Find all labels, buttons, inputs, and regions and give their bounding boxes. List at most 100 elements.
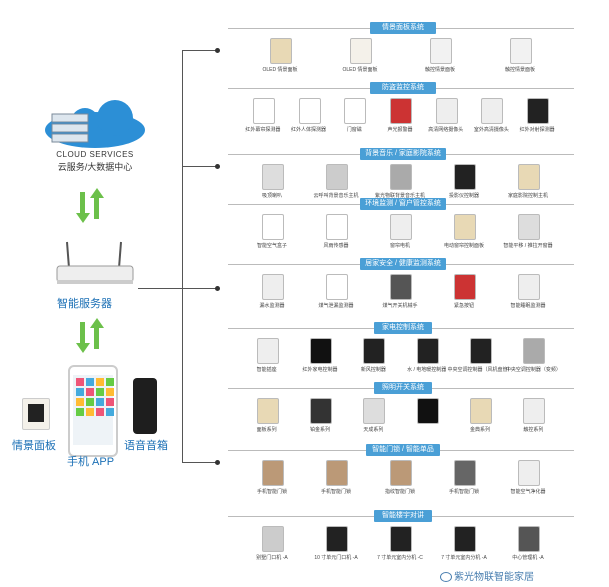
- device-item: 高清网络摄像头: [428, 98, 463, 136]
- device-icon: [262, 460, 284, 486]
- device-item: 红外对射探测器: [520, 98, 555, 136]
- device-icon: [510, 38, 532, 64]
- device-icon: [454, 214, 476, 240]
- device-icon: [262, 214, 284, 240]
- device-icon: [518, 274, 540, 300]
- device-label: 手机智能门锁: [448, 489, 480, 495]
- device-icon: [390, 214, 412, 240]
- device-icon: [523, 398, 546, 424]
- device-icon: [430, 38, 452, 64]
- device-item: 铂金系列: [306, 398, 334, 436]
- device-icon: [454, 164, 476, 190]
- device-label: 铂金系列: [309, 427, 331, 433]
- device-icon: [390, 274, 412, 300]
- device-item: OLED 情景面板: [342, 38, 378, 76]
- device-item: 室外高清摄像头: [474, 98, 509, 136]
- device-item: 指纹智能门锁: [385, 460, 415, 498]
- device-icon: [256, 338, 279, 364]
- device-item: 手机智能门锁: [320, 460, 352, 498]
- device-label: 声光报警器: [387, 127, 413, 133]
- device-item: 中央空调控制器（变频）: [506, 338, 561, 376]
- device-item: 天成系列: [359, 398, 387, 436]
- device-icon: [262, 526, 284, 552]
- device-item: OLED 情景面板: [262, 38, 298, 76]
- device-item: 吸顶喇叭: [258, 164, 286, 202]
- section: 环境监测 / 窗户管控系统智能空气盒子风雨传感器窗帘电机电动窗帘控制面板智能平移…: [228, 198, 604, 254]
- device-icon: [310, 398, 332, 424]
- device-label: 窗帘电机: [389, 243, 411, 249]
- device-label: 智能插座: [256, 367, 277, 373]
- device-icon: [518, 526, 540, 552]
- section: 防盗监控系统红外幕帘探测器红外人体探测器门窗磁声光报警器高清网络摄像头室外高清摄…: [228, 82, 604, 138]
- cloud-icon: [45, 100, 145, 148]
- device-item: 智能睡眠监测器: [510, 274, 546, 312]
- device-item: 红外家电控制器: [302, 338, 338, 376]
- device-label: 智能平移 / 推拉开窗器: [503, 243, 553, 249]
- device-icon: [326, 164, 348, 190]
- device-item: 中心管理机 -A: [512, 526, 544, 564]
- device-icon: [270, 38, 292, 64]
- device-icon: [416, 398, 439, 424]
- device-label: 中心管理机 -A: [512, 555, 544, 561]
- phone-app-label: 手机 APP: [67, 456, 115, 468]
- section: 背景音乐 / 家庭影院系统吸顶喇叭云呼叫背景音乐主机紫光物联背景音乐主机投影仪控…: [228, 148, 604, 204]
- device-icon: [527, 98, 550, 124]
- device-icon: [470, 338, 492, 364]
- device-label: 中央空调控制器（变频）: [505, 367, 561, 373]
- device-icon: [518, 214, 540, 240]
- device-item: 手机智能门锁: [257, 460, 287, 498]
- device-label: 风雨传感器: [323, 243, 349, 249]
- device-item: 触控系列: [519, 398, 547, 436]
- device-label: 智能空气净化器: [510, 489, 546, 495]
- connector-dot: [215, 286, 220, 291]
- device-icon: [470, 398, 492, 424]
- section-title: 居家安全 / 健康监测系统: [360, 258, 446, 270]
- device-label: 门窗磁: [346, 127, 362, 133]
- section-title: 家电控制系统: [374, 322, 432, 334]
- device-icon: [416, 338, 439, 364]
- device-label: 电动窗帘控制面板: [443, 243, 485, 249]
- device-label: 水 / 电地暖控制器: [407, 367, 447, 373]
- device-item: 7 寸单元室内分机 -A: [441, 526, 487, 564]
- device-label: 手机智能门锁: [320, 489, 352, 495]
- device-item: 水 / 电地暖控制器: [407, 338, 446, 376]
- router-label: 智能服务器: [57, 298, 112, 310]
- section-title: 智能门锁 / 智能单品: [366, 444, 440, 456]
- scene-panel-device: [22, 398, 50, 430]
- device-icon: [435, 98, 458, 124]
- device-icon: [518, 164, 540, 190]
- device-icon: [326, 526, 348, 552]
- section-title: 情景面板系统: [370, 22, 436, 34]
- device-icon: [390, 526, 412, 552]
- router-connector: [138, 288, 182, 289]
- device-label: 触控系列: [523, 427, 544, 433]
- section: 家电控制系统智能插座红外家电控制器新风控制器水 / 电地暖控制器中央空调控制器（…: [228, 322, 604, 378]
- device-label: 家庭影院控制主机: [507, 193, 549, 199]
- device-item: 电动窗帘控制面板: [444, 214, 484, 252]
- device-label: 红外家电控制器: [302, 367, 338, 373]
- device-icon: [363, 338, 386, 364]
- voice-speaker-label: 语音音箱: [124, 440, 168, 452]
- device-item: 云呼叫背景音乐主机: [313, 164, 359, 202]
- device-icon: [481, 98, 504, 124]
- device-item: 煤气泄漏监测器: [318, 274, 354, 312]
- bracket-vertical: [182, 50, 183, 462]
- scene-panel-label: 情景面板: [12, 440, 56, 452]
- wechat-icon: [440, 572, 452, 583]
- device-label: 紫光物联背景音乐主机: [374, 193, 426, 199]
- section: 照明开关系统面板系列铂金系列天成系列金典系列触控系列: [228, 382, 604, 438]
- section-title: 环境监测 / 窗户管控系统: [360, 198, 446, 210]
- device-item: 7 寸单元室内分机 -C: [377, 526, 423, 564]
- device-label: 红外对射探测器: [519, 127, 555, 133]
- connector-dot: [215, 460, 220, 465]
- device-item: 中央空调控制器（风机盘管）: [447, 338, 513, 376]
- device-label: 紧急按钮: [453, 303, 475, 309]
- device-label: 10 寸单元门口机 -A: [314, 555, 358, 561]
- device-label: 智能睡眠监测器: [510, 303, 546, 309]
- device-label: 吸顶喇叭: [261, 193, 283, 199]
- device-label: 中央空调控制器（风机盘管）: [447, 367, 513, 373]
- device-item: 声光报警器: [386, 98, 414, 136]
- watermark-text: 紫光物联智能家居: [454, 572, 534, 583]
- phone-app-device: [68, 365, 118, 457]
